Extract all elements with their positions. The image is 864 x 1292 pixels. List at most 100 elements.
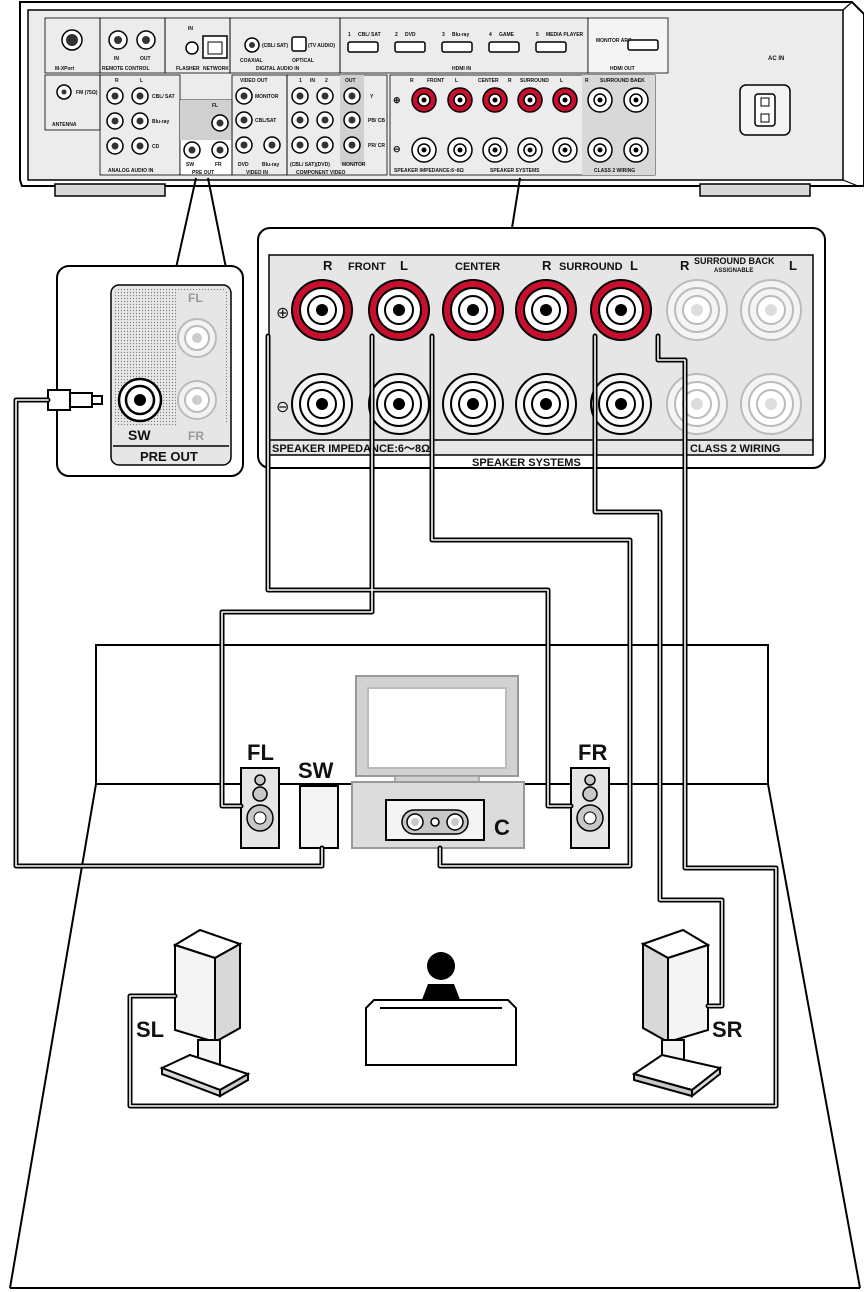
zoom-surround-r: R	[542, 258, 552, 273]
spk-impedance-small: SPEAKER IMPEDANCE:6~8Ω	[394, 168, 464, 174]
receiver-pre-out: FL SW FR PRE OUT	[179, 99, 233, 176]
coax-src-label: (CBL/ SAT)	[262, 43, 288, 49]
hdmi-in-label: HDMI IN	[452, 66, 472, 72]
video-cbl-label: CBL/SAT	[255, 118, 276, 124]
speaker-terminal-pin	[316, 304, 328, 316]
component-video-jacks: 1 IN 2 OUT Y PB/ CB PR/ CR (CBL/ SAT) (D…	[286, 74, 388, 176]
video-monitor-label: MONITOR	[255, 94, 279, 100]
component-video-label: COMPONENT VIDEO	[296, 170, 346, 176]
hdmi-in-source: CBL/ SAT	[358, 32, 381, 38]
analog-row-label: CD	[152, 144, 160, 150]
antenna-label: ANTENNA	[52, 122, 77, 128]
zoom-center: CENTER	[455, 261, 500, 273]
room-c-label: C	[494, 815, 510, 840]
zoom-minus: ⊖	[276, 399, 289, 416]
speaker-terminal-pin	[540, 398, 552, 410]
speaker-terminal-pin	[492, 97, 498, 103]
spk-systems-small: SPEAKER SYSTEMS	[490, 168, 540, 174]
component-jack-pin	[348, 141, 356, 149]
zoom-pre-out-title: PRE OUT	[140, 449, 198, 464]
digital-audio-in-label: DIGITAL AUDIO IN	[256, 66, 300, 72]
speaker-terminal-pin	[492, 147, 498, 153]
analog-row-label: CBL/ SAT	[152, 94, 175, 100]
comp-src2-label: (DVD)	[316, 162, 330, 168]
speaker-terminal-pin	[457, 147, 463, 153]
front-right-speaker: FR	[570, 740, 610, 849]
analog-jack-pin	[111, 117, 119, 125]
comp-monitor-label: MONITOR	[342, 162, 366, 168]
comp-pr-label: PR/ CR	[368, 143, 385, 149]
zoom-surround-back: SURROUND BACK	[694, 256, 775, 266]
ac-inlet: AC IN	[739, 56, 791, 136]
flasher-network-jacks: IN FLASHER NETWORK	[164, 17, 231, 74]
hdmi-in-source: MEDIA PLAYER	[546, 32, 584, 38]
hdmi-in-number: 1	[348, 32, 351, 38]
flasher-label: FLASHER	[176, 66, 200, 72]
speaker-terminal-pin	[316, 398, 328, 410]
spk-header-small: R	[508, 78, 512, 84]
callout-leaders	[175, 177, 521, 269]
ac-in-label: AC IN	[768, 56, 784, 62]
comp-1-label: 1	[299, 78, 302, 84]
speaker-terminal-pin	[597, 147, 603, 153]
spk-header-small: L	[455, 78, 458, 84]
zoom-surround-l: L	[630, 258, 638, 273]
hdmi-in-number: 4	[489, 32, 492, 38]
analog-jack-pin	[136, 92, 144, 100]
spk-header-small: FRONT	[427, 78, 444, 84]
flasher-in-label: IN	[188, 26, 193, 32]
mxport-connector: M-XPort	[44, 17, 101, 74]
analog-jack-pin	[136, 117, 144, 125]
digital-audio-in: (CBL/ SAT) (TV AUDIO) COAXIAL OPTICAL DI…	[229, 17, 341, 74]
component-jack-pin	[321, 141, 329, 149]
center-speaker: C	[385, 799, 510, 841]
speaker-terminal-pin	[393, 398, 405, 410]
spk-plus-small: ⊕	[393, 95, 401, 105]
fm-label: FM (75Ω)	[76, 90, 98, 96]
speaker-terminal-pin	[615, 304, 627, 316]
video-jacks: VIDEO OUT MONITOR CBL/SAT DVD Blu-ray VI…	[231, 74, 288, 176]
speaker-terminal-pin	[597, 97, 603, 103]
speaker-terminal-pin	[527, 97, 533, 103]
speaker-terminal-pin	[691, 398, 703, 410]
hdmi-in-number: 2	[395, 32, 398, 38]
hdmi-in-source: GAME	[499, 32, 515, 38]
hdmi-in-source: Blu-ray	[452, 32, 469, 38]
analog-jack-pin	[111, 142, 119, 150]
receiver-pre-sw-label: SW	[186, 162, 194, 168]
zoom-systems: SPEAKER SYSTEMS	[472, 457, 581, 469]
monitor-arc-label: MONITOR ARC	[596, 38, 632, 44]
rc-out-label: OUT	[140, 56, 151, 62]
speaker-terminal-pin	[562, 147, 568, 153]
component-jack-pin	[296, 141, 304, 149]
speaker-terminal-pin	[615, 398, 627, 410]
zoom-front-l: L	[400, 258, 408, 273]
analog-row-label: Blu-ray	[152, 119, 169, 125]
component-jack-pin	[348, 92, 356, 100]
spk-header-small: L	[638, 78, 641, 84]
network-label: NETWORK	[203, 66, 229, 72]
rc-in-label: IN	[114, 56, 119, 62]
surround-left-speaker: SL	[136, 928, 251, 1098]
analog-jack-pin	[111, 92, 119, 100]
component-jack-pin	[321, 92, 329, 100]
video-in-label: VIDEO IN	[246, 170, 268, 176]
spk-header-small: R	[410, 78, 414, 84]
class2-small: CLASS 2 WIRING	[594, 168, 635, 174]
receiver-pre-out-label: PRE OUT	[192, 170, 214, 176]
room-sw-label: SW	[298, 758, 334, 783]
comp-in-label: IN	[310, 78, 315, 84]
hdmi-in-port	[488, 41, 520, 53]
spk-header-small: SURROUND	[520, 78, 549, 84]
speaker-terminal-pin	[421, 97, 427, 103]
hdmi-in-port	[535, 41, 567, 53]
speaker-terminal-pin	[765, 398, 777, 410]
surround-right-speaker: SR	[631, 928, 743, 1099]
pre-out-zoom: FL SW FR PRE OUT	[47, 265, 244, 477]
zoom-fr-label: FR	[188, 429, 204, 443]
spk-header-small: L	[560, 78, 563, 84]
zoom-surround: SURROUND	[559, 261, 623, 273]
